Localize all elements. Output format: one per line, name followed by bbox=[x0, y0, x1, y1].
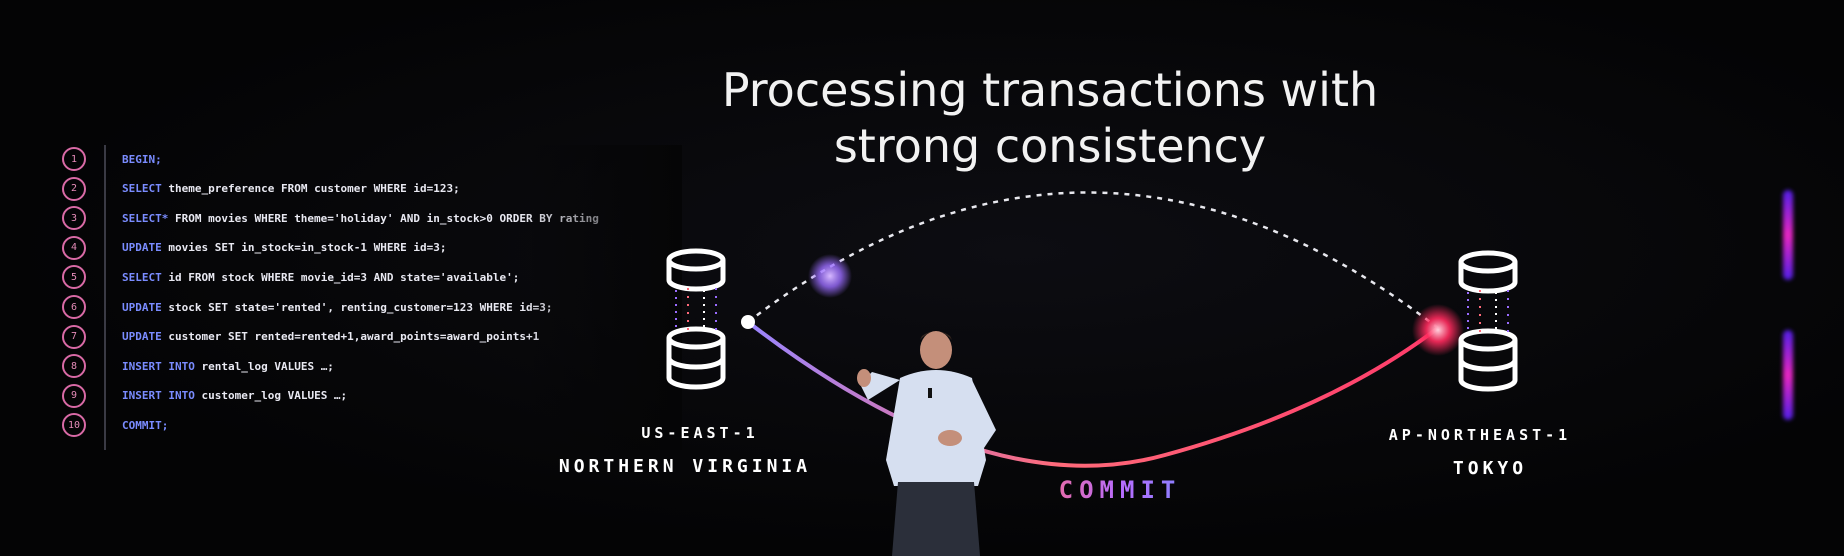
title-line-2: strong consistency bbox=[833, 119, 1267, 173]
commit-arc bbox=[746, 320, 1440, 468]
code-keyword: SELECT bbox=[122, 182, 162, 196]
line-number-badge: 4 bbox=[62, 235, 86, 260]
line-number-badge: 8 bbox=[62, 354, 86, 379]
code-rest: stock SET state='rented', renting_custom… bbox=[161, 300, 553, 314]
virginia-node bbox=[741, 315, 755, 329]
code-rail bbox=[104, 145, 106, 450]
right-region-code: AP-NORTHEAST-1 bbox=[1388, 426, 1572, 444]
line-number-badge: 2 bbox=[62, 176, 86, 201]
line-number-badge: 10 bbox=[62, 413, 86, 438]
code-rest: movies SET in_stock=in_stock-1 WHERE id=… bbox=[161, 241, 447, 255]
line-number-badge: 1 bbox=[62, 147, 86, 171]
code-line: 3 SELECT* FROM movies WHERE theme='holida… bbox=[62, 204, 682, 232]
side-screen-glow-top bbox=[1783, 190, 1793, 280]
left-region-name: NORTHERN VIRGINIA bbox=[558, 456, 812, 477]
line-number-badge: 3 bbox=[62, 206, 86, 231]
code-text: UPDATE stock SET state='rented', renting… bbox=[122, 301, 552, 314]
code-text: SELECT* FROM movies WHERE theme='holiday… bbox=[122, 212, 599, 225]
code-rest: theme_preference FROM customer WHERE id=… bbox=[161, 182, 460, 196]
line-number-badge: 9 bbox=[62, 383, 86, 408]
code-line: 1 BEGIN; bbox=[62, 145, 682, 173]
code-keyword: INSERT INTO bbox=[122, 389, 195, 403]
code-text: BEGIN; bbox=[122, 153, 162, 166]
code-keyword: SELECT bbox=[122, 270, 162, 284]
line-number-badge: 5 bbox=[62, 265, 86, 290]
code-rest: rental_log VALUES …; bbox=[194, 359, 334, 373]
right-region-name: TOKYO bbox=[1452, 458, 1528, 479]
code-line: 8 INSERT INTO rental_log VALUES …; bbox=[62, 352, 682, 380]
code-text: SELECT theme_preference FROM customer WH… bbox=[122, 182, 460, 195]
code-fade bbox=[522, 145, 682, 450]
code-rest: customer SET rented=rented+1,award_point… bbox=[161, 330, 540, 344]
purple-packet-glow bbox=[808, 254, 852, 298]
code-line: 9 INSERT INTO customer_log VALUES …; bbox=[62, 382, 682, 410]
dashed-replication-arc bbox=[747, 191, 1439, 329]
virginia-database-icon bbox=[666, 248, 726, 390]
code-keyword: UPDATE bbox=[122, 241, 162, 255]
side-screen-glow-bottom bbox=[1783, 330, 1793, 420]
line-number-badge: 7 bbox=[62, 324, 86, 349]
code-keyword: COMMIT; bbox=[122, 418, 169, 432]
code-rest: FROM movies WHERE theme='holiday' AND in… bbox=[168, 211, 599, 225]
code-text: SELECT id FROM stock WHERE movie_id=3 AN… bbox=[122, 271, 519, 284]
code-line: 7 UPDATE customer SET rented=rented+1,awa… bbox=[62, 323, 682, 351]
code-rest: id FROM stock WHERE movie_id=3 AND state… bbox=[161, 270, 520, 284]
code-line: 5 SELECT id FROM stock WHERE movie_id=3 A… bbox=[62, 263, 682, 291]
code-keyword: UPDATE bbox=[122, 330, 162, 344]
code-keyword: SELECT* bbox=[122, 211, 169, 225]
code-line: 10 COMMIT; bbox=[62, 411, 682, 439]
line-number-badge: 6 bbox=[62, 295, 86, 319]
slide-title: Processing transactions with strong cons… bbox=[640, 62, 1460, 174]
code-text: INSERT INTO customer_log VALUES …; bbox=[122, 389, 347, 402]
code-keyword: BEGIN; bbox=[122, 152, 162, 166]
pink-packet-glow bbox=[1412, 304, 1464, 356]
code-text: COMMIT; bbox=[122, 419, 168, 432]
tokyo-database-icon bbox=[1458, 250, 1518, 392]
code-keyword: INSERT INTO bbox=[122, 359, 195, 373]
code-text: UPDATE movies SET in_stock=in_stock-1 WH… bbox=[122, 241, 447, 254]
presenter-figure bbox=[857, 331, 996, 556]
code-line: 4 UPDATE movies SET in_stock=in_stock-1 W… bbox=[62, 234, 682, 262]
code-text: UPDATE customer SET rented=rented+1,awar… bbox=[122, 330, 539, 343]
left-region-code: US-EAST-1 bbox=[641, 424, 759, 442]
code-line: 6 UPDATE stock SET state='rented', rentin… bbox=[62, 293, 682, 321]
title-line-1: Processing transactions with bbox=[721, 63, 1379, 117]
code-rest: customer_log VALUES …; bbox=[194, 389, 348, 403]
code-keyword: UPDATE bbox=[122, 300, 162, 314]
code-text: INSERT INTO rental_log VALUES …; bbox=[122, 360, 334, 373]
commit-label: COMMIT bbox=[1020, 476, 1220, 504]
code-line: 2 SELECT theme_preference FROM customer W… bbox=[62, 175, 682, 203]
